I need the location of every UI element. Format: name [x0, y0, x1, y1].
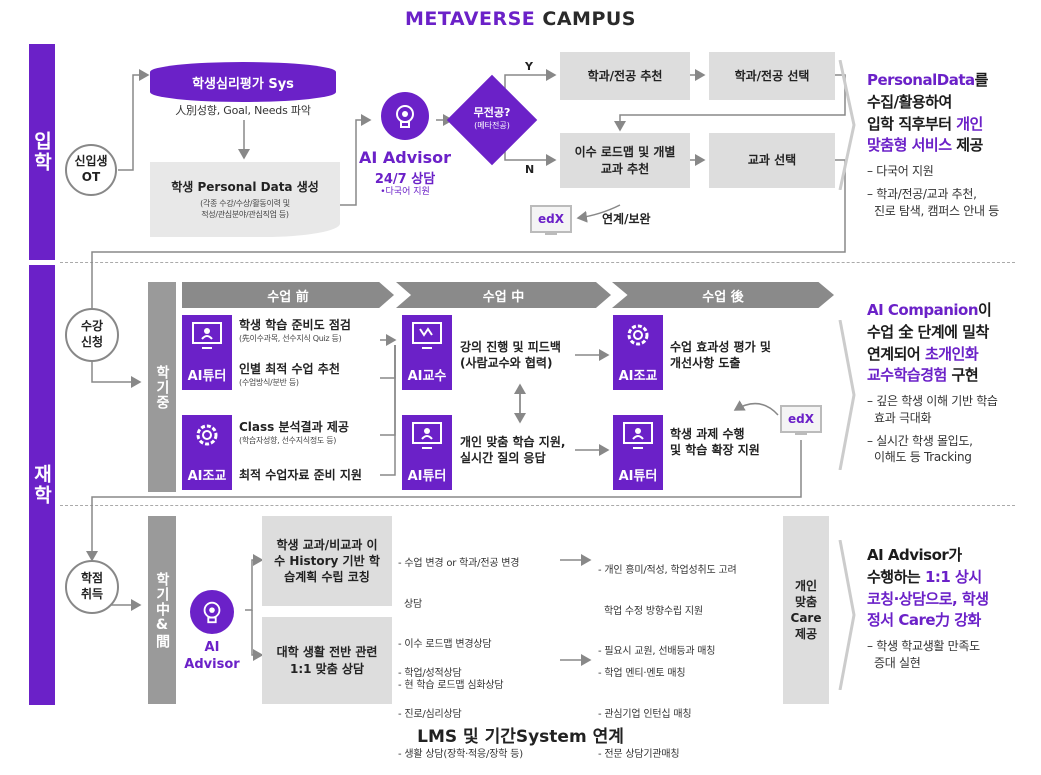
before-item-1: 학생 학습 준비도 점검(先이수과목, 선수지식 Quiz 등) — [239, 318, 351, 343]
course-select-box: 교과 선택 — [709, 133, 835, 188]
chevron-right-icon — [838, 60, 856, 190]
ai-advisor-label: AI Advisor — [184, 640, 240, 672]
psych-eval-system: 학생심리평가 Sys — [150, 62, 336, 102]
footer-caption: LMS 및 기간System 연계 — [417, 727, 624, 747]
decision-no: N — [525, 163, 535, 176]
decision-sub: (메타전공) — [474, 121, 510, 130]
counseling-box: 대학 생활 전반 관련 1:1 맞춤 상담 — [262, 617, 392, 704]
chevron-right-icon — [838, 540, 856, 690]
before-item-3: Class 분석결과 제공(학습자성향, 선수지식정도 등) — [239, 420, 349, 445]
ai-assistant-badge: AI조교 — [182, 415, 232, 490]
edx-stand — [545, 233, 557, 239]
phase-admission: 입학 — [29, 44, 55, 260]
coaching-outcome-list: - 개인 흥미/적성, 학업성취도 고려 학업 수정 방향수립 지원 - 필요시… — [598, 565, 737, 657]
decision-question: 무전공? — [473, 106, 511, 119]
ai-assistant-badge: AI조교 — [613, 315, 663, 390]
edx-logo: edX — [530, 205, 572, 233]
before-item-2: 인별 최적 수업 추천(수업방식/분반 등) — [239, 362, 340, 387]
page-title: METAVERSE CAMPUS — [405, 8, 636, 30]
major-select-box: 학과/전공 선택 — [709, 52, 835, 100]
monitor-person-icon — [192, 322, 222, 349]
during-item-1: 강의 진행 및 피드백(사람교수와 협력) — [460, 340, 561, 370]
gear-icon — [627, 324, 649, 346]
summary-admission: PersonalData를 수집/활용하여 입학 직후부터 개인 맞춤형 서비스… — [867, 71, 1000, 218]
stage-during: 수업 中 — [396, 282, 611, 308]
coaching-box: 학생 교과/비교과 이수 History 기반 학습계획 수립 코칭 — [262, 516, 392, 606]
ai-tutor-badge: AI튜터 — [613, 415, 663, 490]
semester-break-label: 학기中&間 — [148, 516, 176, 704]
summary-credit: AI Advisor가 수행하는 1:1 상시 코칭·상담으로, 학생 정서 C… — [867, 546, 989, 670]
gear-icon — [196, 424, 218, 446]
psych-eval-desc: 人別성향, Goal, Needs 파악 — [175, 104, 311, 117]
stage-after: 수업 後 — [612, 282, 834, 308]
care-box: 개인 맞춤 Care 제공 — [783, 516, 829, 704]
semester-label: 학기중 — [148, 282, 176, 492]
ai-tutor-badge: AI튜터 — [182, 315, 232, 390]
edx-logo: edX — [780, 405, 822, 433]
stage-before: 수업 前 — [182, 282, 394, 308]
orientation-circle: 신입생 OT — [65, 144, 117, 196]
before-item-4: 최적 수업자료 준비 지원 — [239, 468, 362, 482]
phase-enrolled: 재학 — [29, 265, 55, 705]
decision-yes: Y — [525, 60, 533, 73]
link-label: 연계/보완 — [602, 212, 651, 226]
counseling-outcome-list: - 학업 멘티·멘토 매칭 - 관심기업 인턴십 매칭 - 전문 상담기관매칭 — [598, 668, 692, 760]
ai-advisor-hours: 24/7 상담 — [374, 172, 436, 187]
monitor-person-icon — [412, 422, 442, 449]
summary-class: AI Companion이 수업 全 단계에 밀착 연계되어 초개인화 교수학습… — [867, 301, 998, 465]
ai-tutor-badge: AI튜터 — [402, 415, 452, 490]
personal-data-box: 학생 Personal Data 생성 (각종 수강/수상/활동이력 및 적성/… — [150, 162, 340, 237]
monitor-person-icon — [623, 422, 653, 449]
register-circle: 수강 신청 — [65, 308, 119, 362]
lecture-icon — [412, 322, 442, 349]
during-item-2: 개인 맞춤 학습 지원,실시간 질의 응답 — [460, 435, 566, 465]
coaching-list: - 수업 변경 or 학과/전공 변경 상담 - 이수 로드맵 변경상담 - 현… — [398, 558, 520, 691]
ai-advisor-title: AI Advisor — [358, 148, 452, 167]
divider — [60, 505, 1015, 506]
chevron-right-icon — [838, 320, 856, 470]
divider — [60, 262, 1015, 263]
connector-lines — [86, 69, 846, 666]
credit-circle: 학점 취득 — [65, 560, 119, 614]
ai-advisor-icon — [381, 92, 429, 140]
ai-advisor-icon — [190, 590, 234, 634]
edx-stand — [795, 433, 807, 439]
ai-professor-badge: AI교수 — [402, 315, 452, 390]
ai-advisor-lang: •다국어 지원 — [380, 187, 430, 197]
counseling-list: - 학업/성적상담 - 진로/심리상담 - 생활 상담(장학·적응/장학 등) — [398, 668, 523, 760]
major-recommend-box: 학과/전공 추천 — [560, 52, 690, 100]
roadmap-box: 이수 로드맵 및 개별 교과 추천 — [560, 133, 690, 188]
